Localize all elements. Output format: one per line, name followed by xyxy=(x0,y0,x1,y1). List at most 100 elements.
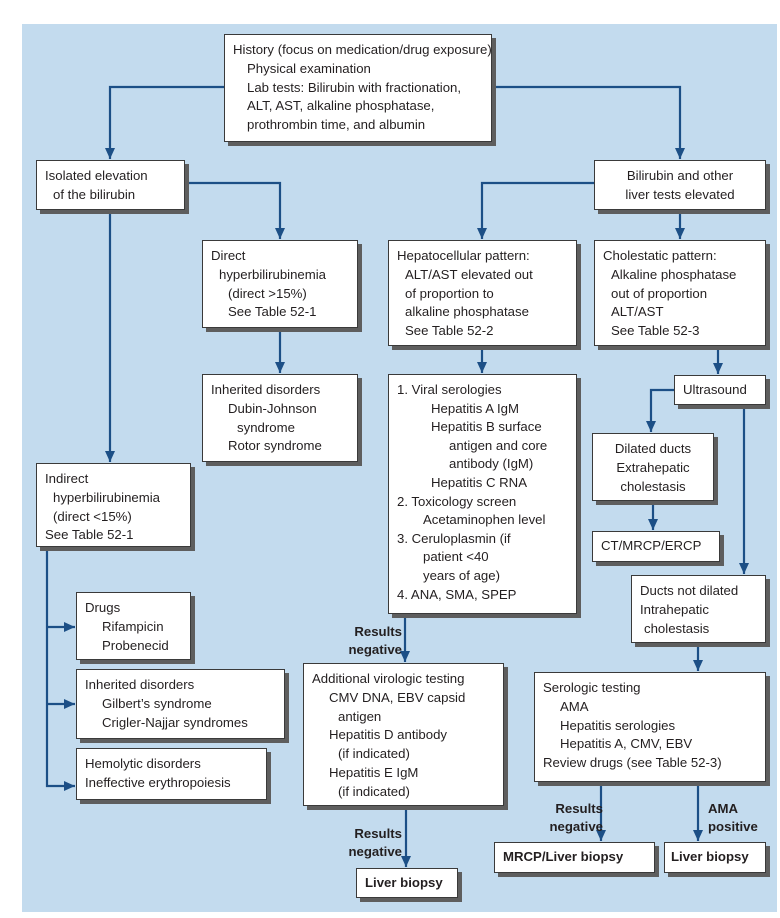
label-line: Results xyxy=(354,826,402,841)
history-line: Physical examination xyxy=(247,60,371,76)
box-line: antigen xyxy=(338,708,382,724)
drugs-box: Drugs Rifampicin Probenecid xyxy=(76,592,191,660)
box-line: of the bilirubin xyxy=(53,186,136,202)
inherited-disorders-indirect-box: Inherited disorders Gilbert’s syndrome C… xyxy=(76,669,285,739)
box-line: Ultrasound xyxy=(683,382,747,397)
box-line: See Table 52-1 xyxy=(228,304,317,320)
box-line: Inherited disorders xyxy=(85,677,195,692)
box-line: (direct >15%) xyxy=(228,285,307,301)
box-line: Ducts not dilated xyxy=(640,583,739,598)
box-line: Alkaline phosphatase xyxy=(611,266,737,282)
box-line: Acetaminophen level xyxy=(423,512,546,528)
ama-positive-label: AMA positive xyxy=(708,800,758,836)
box-line: Cholestatic pattern: xyxy=(603,248,717,263)
box-line: hyperbilirubinemia xyxy=(219,266,327,282)
box-line: Ineffective erythropoiesis xyxy=(85,774,231,790)
box-line: patient <40 xyxy=(423,549,489,565)
box-line: Drugs xyxy=(85,600,121,615)
label-line: positive xyxy=(708,819,758,834)
box-line: 3. Ceruloplasmin (if xyxy=(397,530,511,546)
history-line: History (focus on medication/drug exposu… xyxy=(233,42,492,57)
box-line: ALT/AST xyxy=(611,304,664,320)
box-line: See Table 52-2 xyxy=(405,323,494,339)
dilated-ducts-box: Dilated ducts Extrahepatic cholestasis xyxy=(592,433,714,501)
box-line: Direct xyxy=(211,248,246,263)
history-box: History (focus on medication/drug exposu… xyxy=(224,34,492,142)
mrcp-liver-biopsy-box: MRCP/Liver biopsy xyxy=(494,842,655,873)
box-line: Hepatocellular pattern: xyxy=(397,248,530,263)
box-line: Gilbert’s syndrome xyxy=(102,695,212,711)
box-line: (direct <15%) xyxy=(53,508,132,524)
bilirubin-other-box: Bilirubin and other liver tests elevated xyxy=(594,160,766,210)
history-line: ALT, AST, alkaline phosphatase, xyxy=(247,98,435,114)
isolated-elevation-box: Isolated elevation of the bilirubin xyxy=(36,160,185,210)
box-line: 2. Toxicology screen xyxy=(397,493,517,509)
serologic-testing-box: Serologic testing AMA Hepatitis serologi… xyxy=(534,672,766,782)
box-line: cholestasis xyxy=(620,478,686,494)
hemolytic-disorders-box: Hemolytic disorders Ineffective erythrop… xyxy=(76,748,267,800)
box-line: CMV DNA, EBV capsid xyxy=(329,689,466,705)
label-line: Results xyxy=(354,624,402,639)
box-line: Dubin-Johnson xyxy=(228,400,317,416)
box-line: hyperbilirubinemia xyxy=(53,489,161,505)
history-line: prothrombin time, and albumin xyxy=(247,117,426,133)
results-negative-label: Results negative xyxy=(520,800,603,836)
liver-biopsy-box: Liver biopsy xyxy=(356,868,458,898)
additional-virologic-testing-box: Additional virologic testing CMV DNA, EB… xyxy=(303,663,504,806)
box-line: Hepatitis A, CMV, EBV xyxy=(560,736,693,752)
box-line: alkaline phosphatase xyxy=(405,304,529,320)
box-line: out of proportion xyxy=(611,285,708,301)
box-line: Probenecid xyxy=(102,637,169,653)
box-line: Review drugs (see Table 52-3) xyxy=(543,755,722,771)
box-line: Hemolytic disorders xyxy=(85,756,201,771)
box-line: of proportion to xyxy=(405,285,494,301)
cholestatic-pattern-box: Cholestatic pattern: Alkaline phosphatas… xyxy=(594,240,766,346)
inherited-disorders-direct-box: Inherited disorders Dubin-Johnson syndro… xyxy=(202,374,358,462)
box-line: Inherited disorders xyxy=(211,382,321,397)
direct-hyperbilirubinemia-box: Direct hyperbilirubinemia (direct >15%) … xyxy=(202,240,358,328)
label-line: Results xyxy=(555,801,603,816)
ducts-not-dilated-box: Ducts not dilated Intrahepatic cholestas… xyxy=(631,575,766,643)
box-line: Bilirubin and other xyxy=(626,168,734,183)
box-line: Liver biopsy xyxy=(671,849,749,864)
label-line: negative xyxy=(348,642,402,657)
box-line: Rotor syndrome xyxy=(228,438,322,454)
box-line: Intrahepatic xyxy=(640,601,709,617)
box-line: Dilated ducts xyxy=(614,441,692,456)
box-line: Hepatitis E IgM xyxy=(329,764,419,780)
label-line: negative xyxy=(348,844,402,859)
box-line: years of age) xyxy=(423,567,500,583)
box-line: 4. ANA, SMA, SPEP xyxy=(397,586,517,602)
label-line: negative xyxy=(549,819,603,834)
box-line: liver tests elevated xyxy=(625,186,735,202)
hepatocellular-pattern-box: Hepatocellular pattern: ALT/AST elevated… xyxy=(388,240,577,346)
results-negative-label: Results negative xyxy=(328,825,402,861)
hepatocellular-workup-box: 1. Viral serologies Hepatitis A IgM Hepa… xyxy=(388,374,577,614)
box-line: See Table 52-1 xyxy=(45,527,134,543)
box-line: syndrome xyxy=(237,419,295,435)
box-line: Liver biopsy xyxy=(365,875,443,890)
box-line: CT/MRCP/ERCP xyxy=(601,538,702,553)
history-line: Lab tests: Bilirubin with fractionation, xyxy=(247,79,462,95)
box-line: Hepatitis B surface xyxy=(431,419,542,435)
ultrasound-box: Ultrasound xyxy=(674,375,766,405)
box-line: See Table 52-3 xyxy=(611,323,700,339)
box-line: 1. Viral serologies xyxy=(397,382,502,397)
indirect-hyperbilirubinemia-box: Indirect hyperbilirubinemia (direct <15%… xyxy=(36,463,191,547)
box-line: Additional virologic testing xyxy=(312,671,465,686)
box-line: MRCP/Liver biopsy xyxy=(503,849,624,864)
box-line: Hepatitis A IgM xyxy=(431,400,519,416)
liver-biopsy-ama-box: Liver biopsy xyxy=(664,842,766,873)
box-line: Isolated elevation xyxy=(45,168,148,183)
box-line: Hepatitis D antibody xyxy=(329,727,448,743)
ct-mrcp-ercp-box: CT/MRCP/ERCP xyxy=(592,531,720,562)
box-line: Crigler-Najjar syndromes xyxy=(102,714,248,730)
results-negative-label: Results negative xyxy=(330,623,402,659)
box-line: ALT/AST elevated out xyxy=(405,266,533,282)
box-line: AMA xyxy=(560,698,589,714)
box-line: Indirect xyxy=(45,471,89,486)
label-line: AMA xyxy=(708,801,739,816)
box-line: Serologic testing xyxy=(543,680,641,695)
box-line: antibody (IgM) xyxy=(449,456,534,472)
box-line: Rifampicin xyxy=(102,618,164,634)
